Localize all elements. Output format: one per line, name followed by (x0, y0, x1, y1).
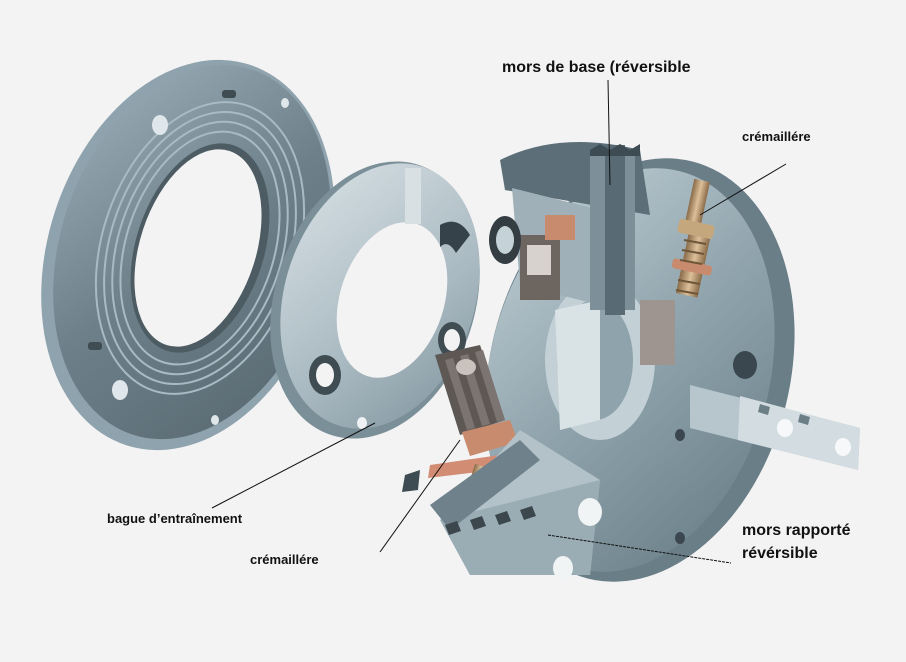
rack-top (671, 178, 715, 298)
leader-lines (211, 79, 787, 564)
leader-bague (211, 422, 376, 509)
leader-mors-de-base (607, 79, 611, 186)
label-mors-rapporte-line1: mors rapporté (742, 522, 851, 539)
leader-cremaillere-bottom (379, 439, 461, 553)
label-bague-entrainement: bague d’entraînement (107, 511, 243, 526)
drive-ring (270, 161, 480, 439)
top-jaw (430, 430, 602, 580)
leader-cremaillere-top (699, 163, 787, 216)
label-cremaillere-top: crémaillére (742, 129, 811, 144)
flange-plate (41, 59, 335, 451)
base-jaw (489, 142, 675, 365)
label-mors-rapporte-line2: révérsible (742, 545, 818, 562)
label-mors-de-base: mors de base (réversible (502, 59, 691, 76)
leader-mors-rapporte (547, 534, 732, 564)
label-cremaillere-bottom: crémaillére (250, 552, 319, 567)
